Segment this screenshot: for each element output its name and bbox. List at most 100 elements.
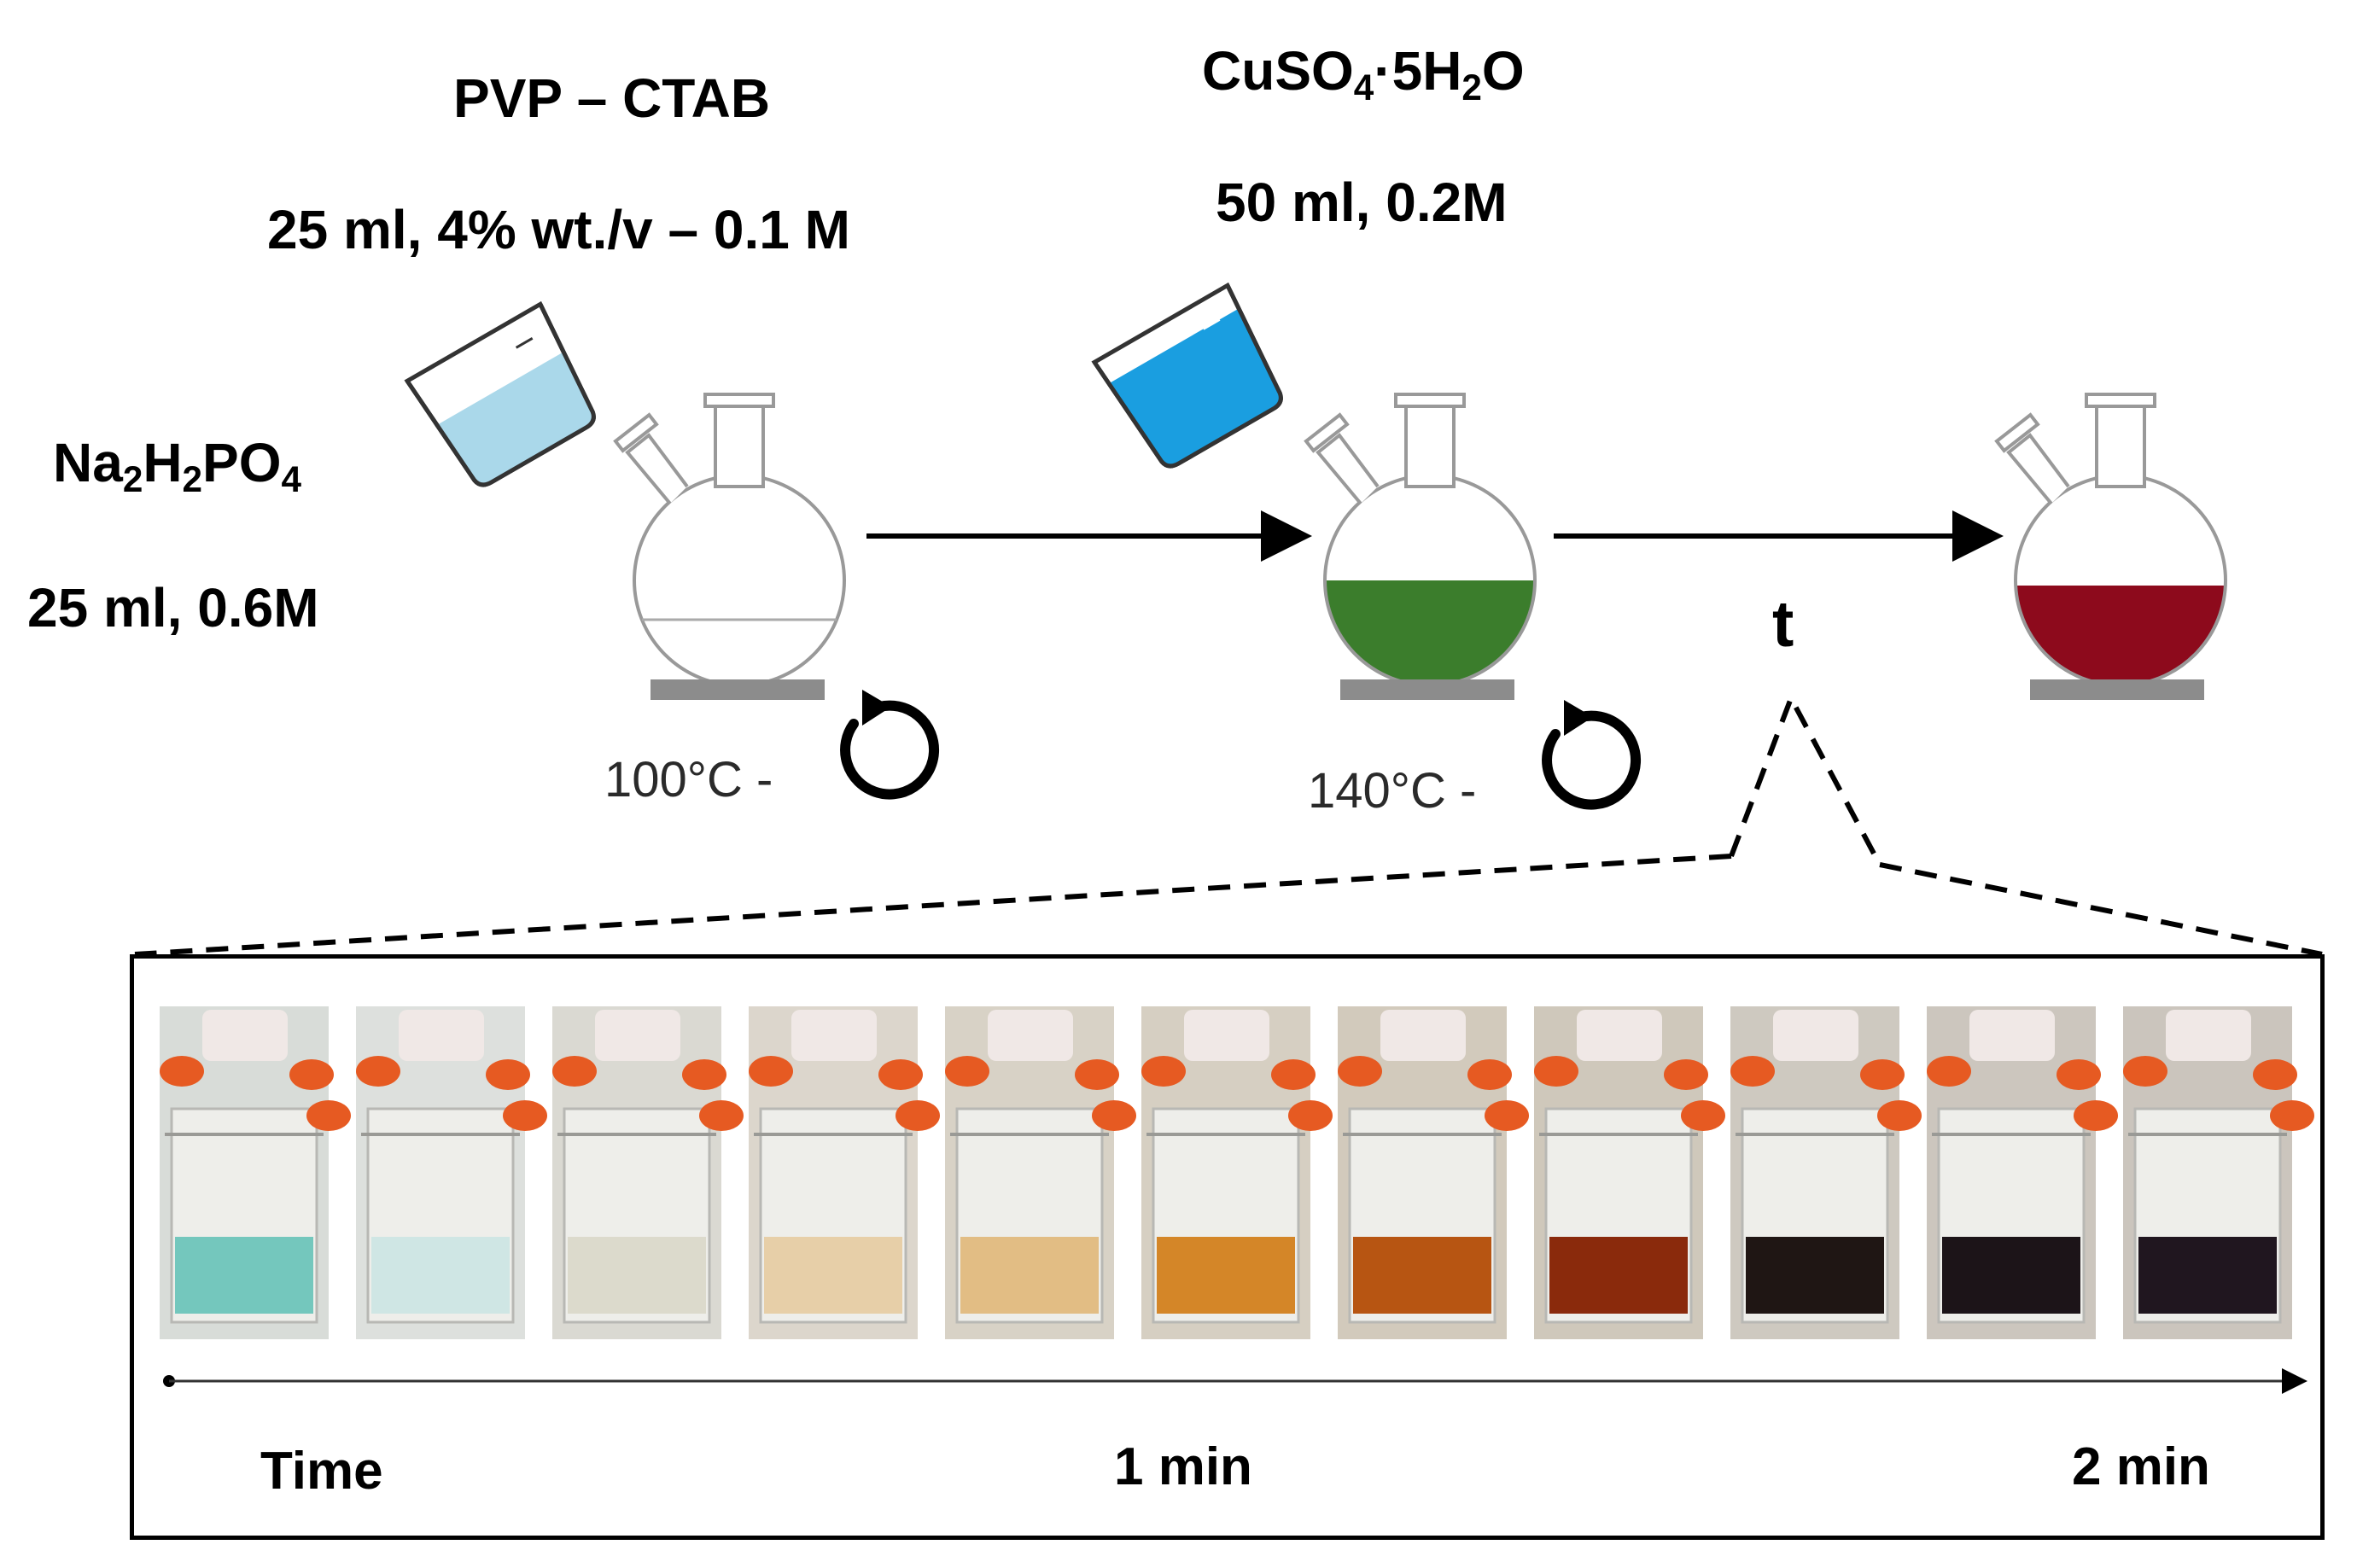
orange-clamp (2253, 1059, 2297, 1090)
reaction-frame (945, 1006, 1136, 1339)
orange-clamp (1681, 1100, 1725, 1131)
hotplate-2 (1340, 679, 1514, 700)
orange-clamp (1141, 1056, 1186, 1087)
surfactant-name: PVP – CTAB (453, 67, 771, 129)
copper-formula-part: O (1481, 40, 1525, 102)
phosphite-formula-sub: 2 (122, 458, 143, 499)
reaction-frame (1141, 1006, 1333, 1339)
stopper (399, 1010, 484, 1061)
reaction-frame (1338, 1006, 1529, 1339)
orange-clamp (1927, 1056, 1971, 1087)
reaction-frames (160, 1006, 2314, 1394)
zoom-callout-left (134, 854, 1732, 957)
orange-clamp (682, 1059, 726, 1090)
flask-3-icon (1994, 393, 2227, 700)
orange-clamp (552, 1056, 597, 1087)
beaker-light-blue-icon (404, 300, 596, 487)
rotate-arrow-icon (1542, 700, 1642, 810)
phosphite-name: Na2H2PO4 (53, 431, 301, 500)
orange-clamp (1860, 1059, 1905, 1090)
zoom-callout-right (1879, 862, 2323, 957)
beaker-liquid (764, 1237, 902, 1314)
reaction-frame (552, 1006, 744, 1339)
phosphite-formula-sub: 4 (281, 458, 302, 499)
stopper (791, 1010, 877, 1061)
copper-sulfate-amount: 50 ml, 0.2M (1216, 172, 1508, 233)
reaction-frame (356, 1006, 547, 1339)
stopper (988, 1010, 1073, 1061)
orange-clamp (1271, 1059, 1316, 1090)
surfactant-amount: 25 ml, 4% wt./v – 0.1 M (267, 199, 850, 260)
orange-clamp (1075, 1059, 1119, 1090)
phosphite-formula-part: H (143, 432, 183, 493)
orange-clamp (503, 1100, 547, 1131)
orange-clamp (306, 1100, 351, 1131)
timeline-tick-1min: 1 min (1114, 1437, 1252, 1496)
orange-clamp (1467, 1059, 1512, 1090)
stopper (1184, 1010, 1269, 1061)
orange-clamp (1730, 1056, 1775, 1087)
beaker-liquid (568, 1237, 706, 1314)
beaker-liquid (960, 1237, 1099, 1314)
stopper (1577, 1010, 1662, 1061)
orange-clamp (2270, 1100, 2314, 1131)
phosphite-formula-sub: 2 (182, 458, 203, 499)
stopper (2166, 1010, 2251, 1061)
step2-temperature: 140°C - (1308, 763, 1477, 819)
beaker-liquid (1942, 1237, 2080, 1314)
orange-clamp (160, 1056, 204, 1087)
reaction-frame (1730, 1006, 1922, 1339)
stopper (1773, 1010, 1858, 1061)
rotate-arrow-icon (840, 690, 940, 800)
beaker-liquid (175, 1237, 313, 1314)
orange-clamp (699, 1100, 744, 1131)
step1-temperature: 100°C - (604, 752, 773, 807)
orange-clamp (1534, 1056, 1578, 1087)
stopper (1380, 1010, 1466, 1061)
orange-clamp (486, 1059, 530, 1090)
orange-clamp (1288, 1100, 1333, 1131)
copper-formula-part: ·5H (1374, 40, 1462, 102)
orange-clamp (289, 1059, 334, 1090)
orange-clamp (1092, 1100, 1136, 1131)
beaker-liquid (1746, 1237, 1884, 1314)
reaction-frame (2123, 1006, 2314, 1339)
orange-clamp (356, 1056, 400, 1087)
orange-clamp (2074, 1100, 2118, 1131)
flask-2-icon (1304, 393, 1537, 700)
beaker-liquid (371, 1237, 510, 1314)
reaction-frame (160, 1006, 351, 1339)
orange-clamp (945, 1056, 989, 1087)
phosphite-amount: 25 ml, 0.6M (27, 577, 319, 638)
orange-clamp (896, 1100, 940, 1131)
orange-clamp (2123, 1056, 2167, 1087)
orange-clamp (1877, 1100, 1922, 1131)
stopper (1969, 1010, 2055, 1061)
copper-formula-sub: 4 (1353, 67, 1374, 108)
copper-sulfate-name: CuSO4·5H2O (1202, 39, 1525, 108)
orange-clamp (749, 1056, 793, 1087)
stopper (202, 1010, 288, 1061)
flask-1-icon (613, 393, 846, 700)
beaker-liquid (2138, 1237, 2277, 1314)
hotplate-1 (651, 679, 825, 700)
orange-clamp (2057, 1059, 2101, 1090)
reaction-frame (749, 1006, 940, 1339)
phosphite-formula-part: PO (202, 432, 282, 493)
hotplate-3 (2030, 679, 2204, 700)
time-symbol: t (1772, 588, 1794, 661)
orange-clamp (1485, 1100, 1529, 1131)
copper-formula-sub: 2 (1461, 67, 1482, 108)
beaker-blue-icon (1091, 282, 1283, 469)
orange-clamp (1664, 1059, 1708, 1090)
beaker-liquid (1353, 1237, 1491, 1314)
orange-clamp (1338, 1056, 1382, 1087)
copper-formula-part: CuSO (1202, 40, 1354, 102)
timeline-tick-2min: 2 min (2072, 1437, 2210, 1496)
reaction-frame (1534, 1006, 1725, 1339)
reaction-timeline-panel: Time 1 min 2 min (130, 954, 2325, 1540)
beaker-liquid (1157, 1237, 1295, 1314)
zoom-callout (1729, 691, 1882, 866)
